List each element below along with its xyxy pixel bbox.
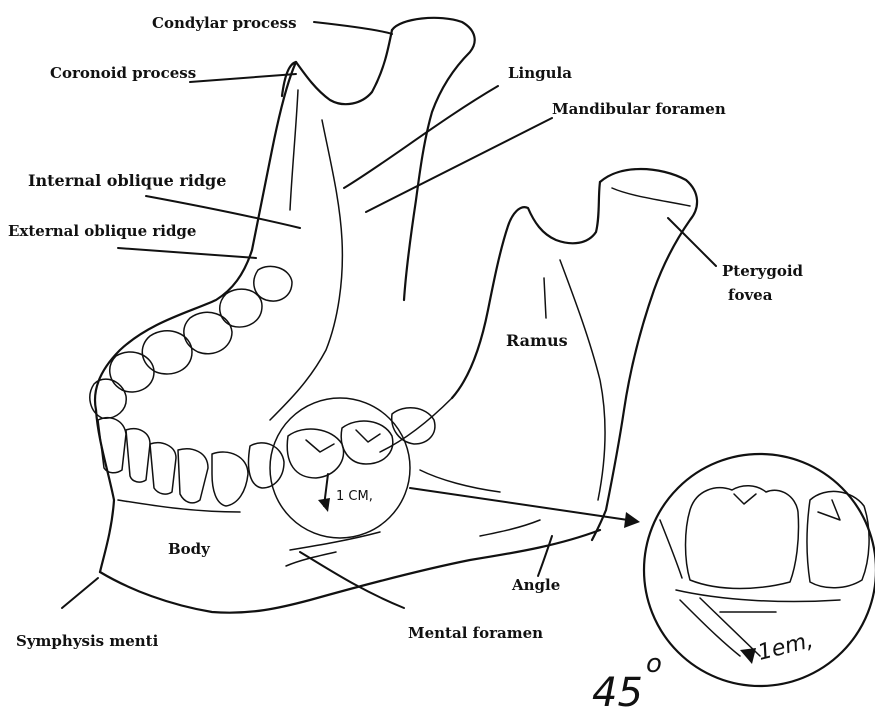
handwritten-annotations: 45 o 1em,: [592, 628, 816, 709]
tooth: [150, 443, 176, 494]
leader-lingula: [344, 86, 498, 188]
tooth: [178, 449, 208, 503]
labels: Condylar process Coronoid process Lingul…: [8, 14, 804, 650]
leader-symphysis: [62, 578, 98, 608]
label-symphysis-menti: Symphysis menti: [16, 632, 159, 650]
leader-condylar: [314, 22, 392, 34]
label-body: Body: [168, 540, 211, 558]
tooth: [254, 266, 292, 301]
tooth: [220, 289, 262, 327]
label-pterygoid: Pterygoid: [722, 262, 804, 280]
handwritten-unit: 1em,: [755, 628, 815, 666]
label-fovea: fovea: [728, 286, 773, 304]
tooth: [341, 421, 393, 464]
label-angle: Angle: [511, 576, 560, 594]
label-condylar-process: Condylar process: [152, 14, 297, 32]
tooth: [126, 429, 150, 482]
handwritten-degree-sign: o: [646, 649, 662, 679]
teeth: [90, 266, 435, 506]
label-external-oblique-ridge: External oblique ridge: [8, 222, 196, 240]
tooth: [249, 443, 285, 488]
label-internal-oblique-ridge: Internal oblique ridge: [28, 171, 226, 190]
label-ramus: Ramus: [506, 331, 568, 350]
label-lingula: Lingula: [508, 64, 572, 82]
tooth: [110, 352, 154, 392]
highlight-circle: 1 CM,: [270, 398, 640, 538]
tooth: [142, 331, 192, 374]
leader-coronoid: [190, 74, 296, 82]
tooth: [392, 408, 435, 444]
leader-mandibular-foramen: [366, 118, 552, 212]
leader-external-oblique: [118, 248, 256, 258]
distance-label: 1 CM,: [336, 489, 373, 504]
label-mental-foramen: Mental foramen: [408, 624, 543, 642]
label-coronoid-process: Coronoid process: [50, 64, 196, 82]
tooth: [212, 452, 248, 506]
handwritten-angle-value: 45: [592, 670, 643, 709]
leader-angle: [538, 536, 552, 576]
tooth: [287, 429, 343, 478]
label-mandibular-foramen: Mandibular foramen: [552, 100, 726, 118]
